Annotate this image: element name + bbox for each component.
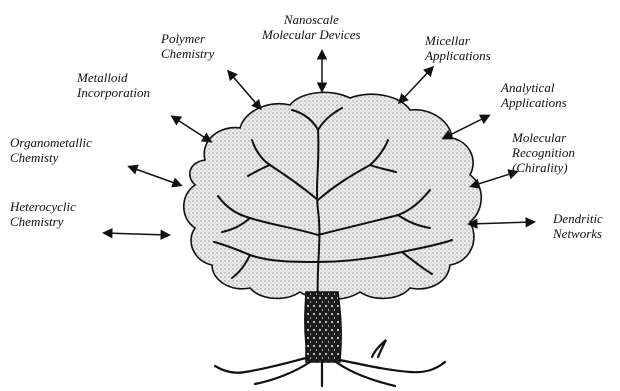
label-metalloid-incorporation: Metalloid Incorporation	[77, 70, 150, 100]
label-line: Chemisty	[10, 150, 92, 165]
arrow-analytical	[444, 116, 488, 138]
arrow-molecular-recognition	[472, 172, 516, 186]
label-line: Chemistry	[161, 46, 214, 61]
label-heterocyclic-chemistry: Heterocyclic Chemistry	[10, 199, 76, 229]
arrow-micellar	[400, 68, 432, 102]
arrow-polymer	[229, 72, 260, 108]
label-micellar-applications: Micellar Applications	[425, 33, 491, 63]
label-line: Recognition	[512, 145, 575, 160]
label-organometallic-chemistry: Organometallic Chemisty	[10, 135, 92, 165]
label-line: (Chirality)	[512, 160, 575, 175]
label-analytical-applications: Analytical Applications	[501, 80, 567, 110]
label-line: Organometallic	[10, 135, 92, 150]
label-line: Networks	[553, 226, 603, 241]
label-line: Analytical	[501, 80, 567, 95]
label-line: Dendritic	[553, 211, 603, 226]
tree-canopy	[184, 92, 482, 299]
tree-trunk	[305, 292, 341, 362]
arrow-metalloid	[173, 117, 210, 141]
label-line: Chemistry	[10, 214, 76, 229]
label-polymer-chemistry: Polymer Chemistry	[161, 31, 214, 61]
label-line: Metalloid	[77, 70, 150, 85]
label-line: Polymer	[161, 31, 214, 46]
label-line: Applications	[501, 95, 567, 110]
label-molecular-recognition: Molecular Recognition (Chirality)	[512, 130, 575, 175]
label-line: Nanoscale	[262, 12, 361, 27]
label-line: Molecular Devices	[262, 27, 361, 42]
label-nanoscale-molecular-devices: Nanoscale Molecular Devices	[262, 12, 361, 42]
label-line: Heterocyclic	[10, 199, 76, 214]
label-line: Micellar	[425, 33, 491, 48]
label-line: Applications	[425, 48, 491, 63]
label-dendritic-networks: Dendritic Networks	[553, 211, 603, 241]
label-line: Incorporation	[77, 85, 150, 100]
arrow-dendritic	[470, 222, 533, 224]
arrow-heterocyclic	[105, 233, 168, 235]
arrow-organometallic	[130, 167, 180, 185]
label-line: Molecular	[512, 130, 575, 145]
